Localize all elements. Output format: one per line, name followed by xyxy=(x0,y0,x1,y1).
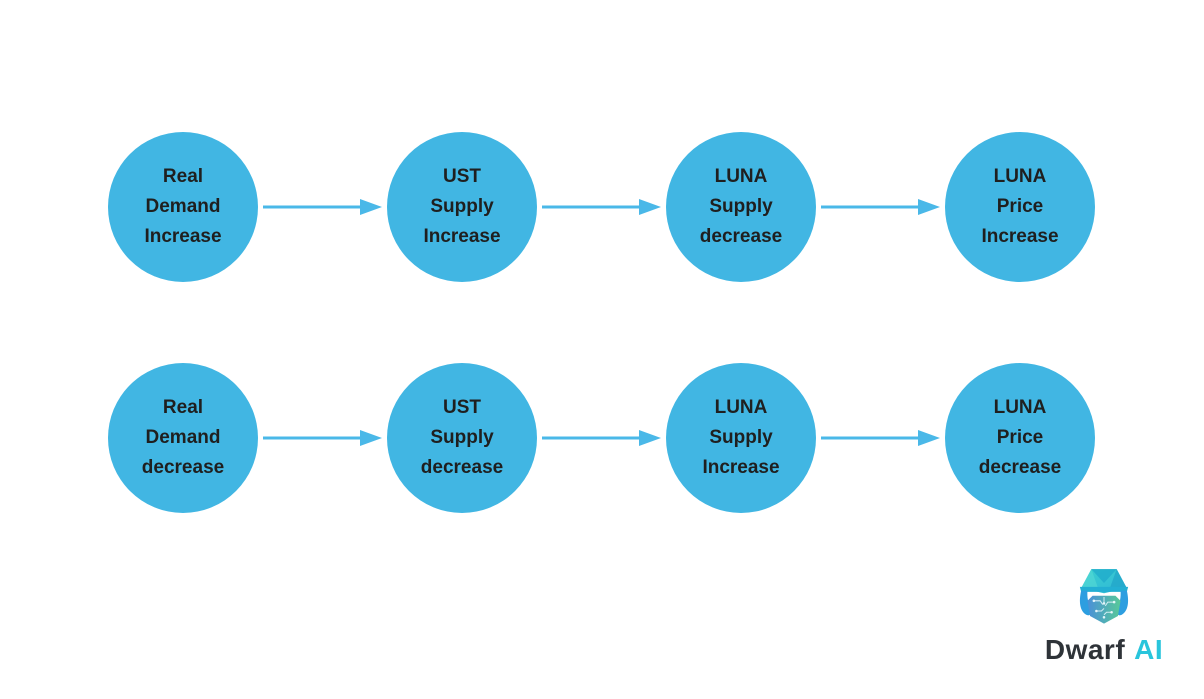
node-line: Supply xyxy=(709,196,773,217)
node-line: decrease xyxy=(420,457,504,478)
node-line: Demand xyxy=(145,196,221,217)
node-real-demand-decrease: Real Demand decrease xyxy=(108,363,258,513)
node-line: Price xyxy=(996,427,1044,448)
node-line: Price xyxy=(996,196,1044,217)
node-line: Increase xyxy=(423,226,501,247)
node-line: LUNA xyxy=(714,166,768,187)
node-line: Increase xyxy=(702,457,780,478)
node-line: decrease xyxy=(699,226,783,247)
node-luna-price-increase: LUNA Price Increase xyxy=(945,132,1095,282)
node-ust-supply-decrease: UST Supply decrease xyxy=(387,363,537,513)
dwarf-helmet-icon xyxy=(1079,569,1129,624)
logo-suffix-text: AI xyxy=(1134,634,1164,665)
arrow-right-icon xyxy=(258,428,387,448)
node-line: Real xyxy=(162,166,204,187)
flow-row-demand-decrease: Real Demand decrease UST Supply decrease… xyxy=(108,363,1095,513)
node-line: LUNA xyxy=(993,397,1047,418)
node-ust-supply-increase: UST Supply Increase xyxy=(387,132,537,282)
node-luna-supply-increase: LUNA Supply Increase xyxy=(666,363,816,513)
node-line: LUNA xyxy=(714,397,768,418)
node-line: LUNA xyxy=(993,166,1047,187)
node-line: Real xyxy=(162,397,204,418)
node-luna-supply-decrease: LUNA Supply decrease xyxy=(666,132,816,282)
arrow-right-icon xyxy=(816,197,945,217)
node-line: Supply xyxy=(709,427,773,448)
arrow-right-icon xyxy=(258,197,387,217)
node-line: decrease xyxy=(978,457,1062,478)
node-line: decrease xyxy=(141,457,225,478)
arrow-right-icon xyxy=(537,197,666,217)
logo-brand-text: Dwarf xyxy=(1044,634,1126,665)
node-line: UST xyxy=(443,397,481,418)
arrow-right-icon xyxy=(537,428,666,448)
node-real-demand-increase: Real Demand Increase xyxy=(108,132,258,282)
node-luna-price-decrease: LUNA Price decrease xyxy=(945,363,1095,513)
flow-row-demand-increase: Real Demand Increase UST Supply Increase… xyxy=(108,132,1095,282)
node-line: Increase xyxy=(981,226,1059,247)
dwarf-ai-logo: Dwarf AI xyxy=(1034,564,1174,666)
node-line: Supply xyxy=(430,196,494,217)
node-line: Increase xyxy=(144,226,222,247)
arrow-right-icon xyxy=(816,428,945,448)
node-line: UST xyxy=(443,166,481,187)
logo-wordmark: Dwarf AI xyxy=(1045,634,1163,666)
node-line: Demand xyxy=(145,427,221,448)
node-line: Supply xyxy=(430,427,494,448)
